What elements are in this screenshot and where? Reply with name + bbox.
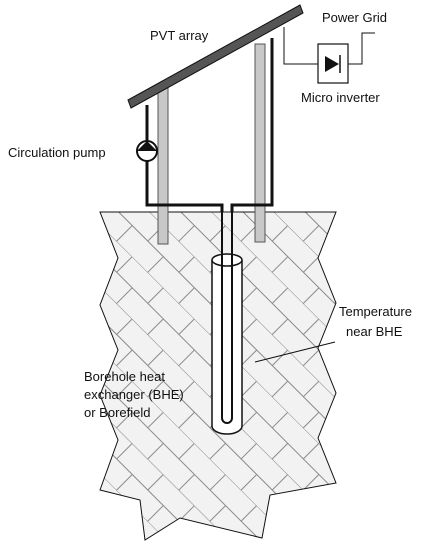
circulation-pump: [136, 140, 158, 162]
pvt-array-label: PVT array: [150, 28, 209, 43]
borehole-label-line3: or Borefield: [84, 405, 150, 420]
micro-inverter: [317, 43, 349, 84]
support-post-left: [157, 87, 169, 245]
circulation-pump-label: Circulation pump: [8, 145, 106, 160]
borehole-label-line2: exchanger (BHE): [84, 387, 184, 402]
inverter-wiring: [283, 27, 375, 65]
temperature-leader-line: [254, 341, 336, 363]
borehole-label-line1: Borehole heat: [84, 369, 165, 384]
micro-inverter-label: Micro inverter: [301, 90, 380, 105]
support-post-right: [254, 43, 266, 243]
borehole-heat-exchanger: [211, 210, 243, 435]
pvt-array-panel: [127, 4, 304, 109]
power-grid-label: Power Grid: [322, 10, 387, 25]
temperature-label-line1: Temperature: [339, 304, 412, 319]
temperature-label-line2: near BHE: [346, 324, 403, 339]
